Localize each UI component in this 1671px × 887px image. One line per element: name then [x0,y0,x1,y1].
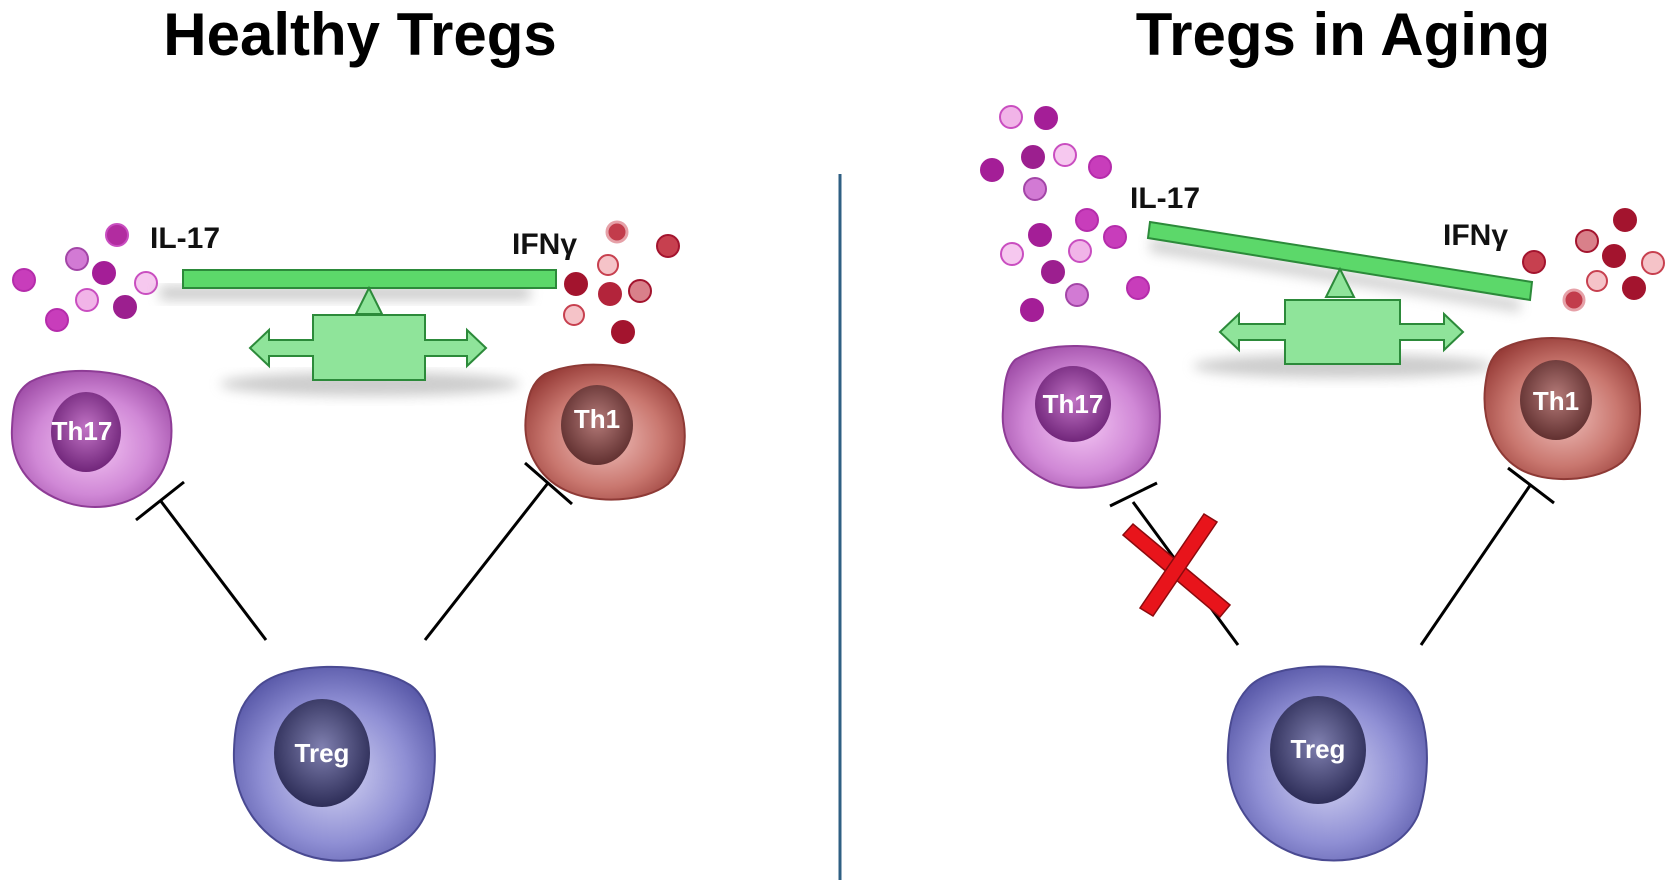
cytokine-dot [1522,250,1546,274]
th17-label: Th17 [1043,389,1104,419]
cytokine-dot [611,320,635,344]
il17-cytokine-dots [980,105,1150,322]
double-arrow-icon [248,314,488,381]
cytokine-dot [1023,177,1047,201]
box-shadow [220,372,520,396]
cytokine-dot [1602,244,1626,268]
inhibition-bar [524,461,573,506]
cytokine-dot [980,158,1004,182]
inhibition-bar [135,480,185,522]
cytokine-dot [1126,276,1150,300]
panel-tregs-in-aging: Tregs in Aging [980,1,1665,862]
cytokine-dot [1586,270,1608,292]
cytokine-dot [1641,251,1665,275]
ifng-label: IFNγ [1443,219,1508,252]
il17-label: IL-17 [150,222,220,255]
cytokine-dot [628,279,652,303]
cytokine-dot [1075,208,1099,232]
cytokine-dot [656,234,680,258]
cytokine-dot [605,220,629,244]
treg-to-th1-inhibition [423,482,550,641]
th1-nucleus [1520,360,1592,440]
cytokine-dot [1103,225,1127,249]
cytokine-dot [1020,298,1044,322]
inhibition-arrows [135,461,573,641]
cytokine-dot [12,268,36,292]
treg-to-th1-inhibition [1419,483,1533,646]
box-shadow [1193,354,1493,378]
panel-title: Tregs in Aging [1136,1,1550,68]
inhibition-bar [1109,481,1158,508]
panel-healthy-tregs: Healthy Tregs IL-17 IFNγ [10,1,686,862]
cytokine-dot [1088,155,1112,179]
double-arrow-icon [1218,299,1465,365]
cytokine-dot [1562,288,1586,312]
ifng-cytokine-dots [563,220,680,344]
cytokine-dot [1021,145,1045,169]
il17-label: IL-17 [1130,182,1200,215]
th1-label: Th1 [1533,386,1579,416]
cytokine-dot [92,261,116,285]
cytokine-dot [45,308,69,332]
th17-cell: Th17 [1001,345,1161,489]
treg-cell: Treg [1226,665,1428,862]
cytokine-dot [1622,276,1646,300]
th17-nucleus [1035,366,1111,442]
treg-cell: Treg [232,665,436,862]
treg-nucleus [274,699,370,807]
balance-shadow [160,286,530,300]
th1-cell: Th1 [1483,337,1642,481]
inhibition-bar [1507,466,1555,505]
cytokine-dot [999,105,1023,129]
cytokine-dot [1041,260,1065,284]
cytokine-dot [1000,242,1024,266]
cytokine-dot [598,282,622,306]
cytokine-dot [113,295,137,319]
ifng-cytokine-dots [1522,208,1665,312]
balance-fulcrum [1324,266,1356,298]
cytokine-dot [563,304,585,326]
cytokine-dot [1053,143,1077,167]
cytokine-dot [1065,283,1089,307]
cytokine-dot [564,272,588,296]
cytokine-dot [65,247,89,271]
th17-nucleus [51,392,121,472]
blocked-inhibition-x-icon [1121,512,1232,619]
balance-scale-tilted [1146,220,1534,378]
balance-shadow [1150,238,1520,312]
th1-cell: Th1 [524,363,686,501]
cytokine-dot [1613,208,1637,232]
treg-label: Treg [295,738,350,768]
th1-nucleus [561,385,633,465]
cytokine-dot [597,254,619,276]
th1-label: Th1 [574,404,620,434]
cytokine-dot [1575,229,1599,253]
treg-nucleus [1270,696,1366,804]
ifng-label: IFNγ [512,228,577,261]
treg-to-th17-inhibition [158,499,268,641]
th17-label: Th17 [52,416,113,446]
treg-label: Treg [1291,734,1346,764]
balance-beam [1146,220,1534,302]
cytokine-dot [1034,106,1058,130]
cytokine-dot [75,288,99,312]
panel-title: Healthy Tregs [163,1,557,68]
il17-cytokine-dots [12,223,158,332]
cytokine-dot [1068,239,1092,263]
cytokine-dot [134,271,158,295]
cytokine-dot [105,223,129,247]
balance-scale [160,269,557,396]
balance-beam [182,269,557,289]
cytokine-dot [1028,223,1052,247]
th17-cell: Th17 [10,369,173,508]
